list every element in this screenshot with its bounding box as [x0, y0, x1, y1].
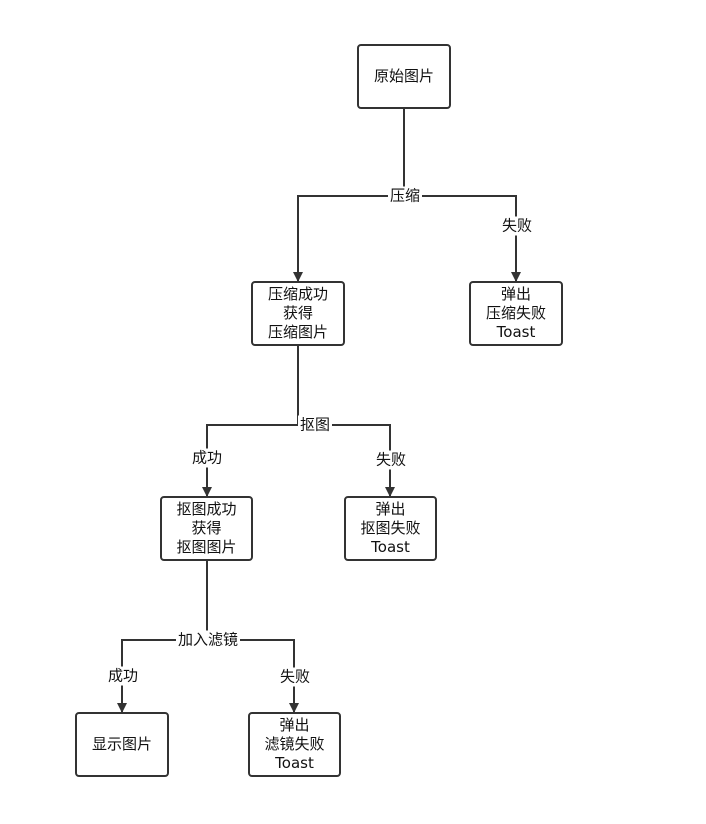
node-line: 弹出 [279, 716, 310, 734]
node-line: 显示图片 [91, 735, 152, 753]
node-line: 压缩成功 [267, 285, 328, 303]
edge-label-filter: 加入滤镜 [175, 630, 241, 650]
edge-compress-fail [404, 195, 521, 282]
node-cutout-fail-toast: 弹出 抠图失败 Toast [344, 496, 437, 561]
node-filter-fail-toast: 弹出 滤镜失败 Toast [248, 712, 341, 777]
edge-label-cutout-success: 成功 [189, 448, 225, 468]
node-line: 压缩失败 [485, 304, 546, 322]
edge-label-compress-fail: 失败 [499, 216, 535, 236]
edge-label-cutout: 抠图 [297, 415, 333, 435]
node-line: 获得 [282, 304, 313, 322]
node-line: 抠图图片 [176, 538, 237, 556]
edge-label-filter-fail: 失败 [277, 667, 313, 687]
node-line: Toast [371, 538, 410, 556]
edge-label-compress: 压缩 [387, 186, 423, 206]
edge-label-filter-success: 成功 [105, 666, 141, 686]
node-line: 弹出 [375, 500, 406, 518]
edge-cutout-success [202, 424, 298, 497]
node-line: 滤镜失败 [264, 735, 325, 753]
node-line: 弹出 [500, 285, 531, 303]
node-line: 抠图失败 [360, 519, 421, 537]
node-show-image: 显示图片 [75, 712, 169, 777]
node-line: 抠图成功 [176, 500, 237, 518]
node-cutout-success: 抠图成功 获得 抠图图片 [160, 496, 253, 561]
node-line: 原始图片 [373, 67, 434, 85]
node-line: 获得 [191, 519, 222, 537]
edge-label-cutout-fail: 失败 [373, 450, 409, 470]
node-line: 压缩图片 [267, 323, 328, 341]
node-original-image: 原始图片 [357, 44, 451, 109]
node-compress-success: 压缩成功 获得 压缩图片 [251, 281, 345, 346]
edge-compress-success [293, 195, 404, 282]
node-line: Toast [275, 754, 314, 772]
node-compress-fail-toast: 弹出 压缩失败 Toast [469, 281, 563, 346]
node-line: Toast [496, 323, 536, 341]
